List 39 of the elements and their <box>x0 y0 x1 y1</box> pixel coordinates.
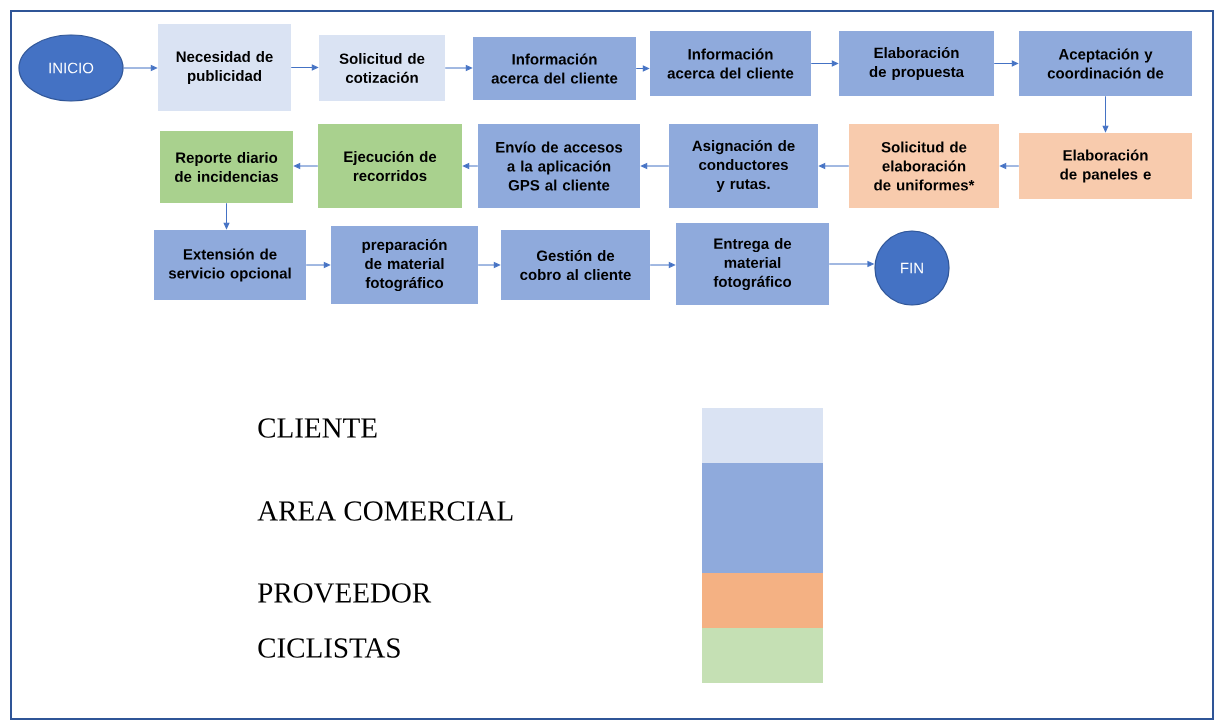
process-box: Reporte diario de incidencias <box>160 131 293 203</box>
process-box: Envío de accesos a la aplicación GPS al cliente <box>478 124 640 208</box>
process-box: Ejecución de recorridos <box>318 124 462 208</box>
legend-label: PROVEEDOR <box>258 583 432 603</box>
arrow <box>444 65 473 71</box>
arrow <box>819 163 850 169</box>
arrow <box>462 163 479 169</box>
process-box: Asignación de conductores y rutas. <box>669 124 818 208</box>
arrow <box>1102 95 1109 133</box>
process-box: Información acerca del cliente <box>473 37 636 100</box>
process-box: Gestión de cobro al cliente <box>501 230 650 300</box>
process-box: Información acerca del cliente <box>650 31 811 96</box>
arrow <box>649 262 676 268</box>
terminal-oval: FIN <box>874 230 950 306</box>
arrow <box>1000 163 1020 169</box>
process-box: Aceptación y coordinación de <box>1019 31 1192 96</box>
legend-label: AREA COMERCIAL <box>257 501 513 521</box>
process-box: Entrega de material fotográfico <box>676 223 829 305</box>
process-box: Elaboración de paneles e <box>1019 133 1192 199</box>
legend-label: CICLISTAS <box>258 638 400 658</box>
process-box: Elaboración de propuesta <box>839 31 994 96</box>
arrow <box>635 65 650 72</box>
arrow <box>223 202 230 230</box>
arrow <box>293 163 319 169</box>
process-box: Extensión de servicio opcional <box>154 230 306 300</box>
arrow <box>477 262 501 268</box>
process-box: Solicitud de elaboración de uniformes* <box>849 124 999 208</box>
arrow <box>810 60 839 67</box>
legend-label: CLIENTE <box>258 418 377 438</box>
process-box: preparación de material fotográfico <box>331 226 478 304</box>
process-box: Solicitud de cotización <box>319 35 445 101</box>
arrow <box>828 261 874 267</box>
terminal-oval: INICIO <box>18 34 124 102</box>
arrow <box>305 262 331 268</box>
process-box: Necesidad de publicidad <box>158 24 291 111</box>
arrow <box>641 163 670 169</box>
arrow <box>993 60 1019 67</box>
arrow <box>123 65 158 71</box>
arrow <box>290 64 319 71</box>
